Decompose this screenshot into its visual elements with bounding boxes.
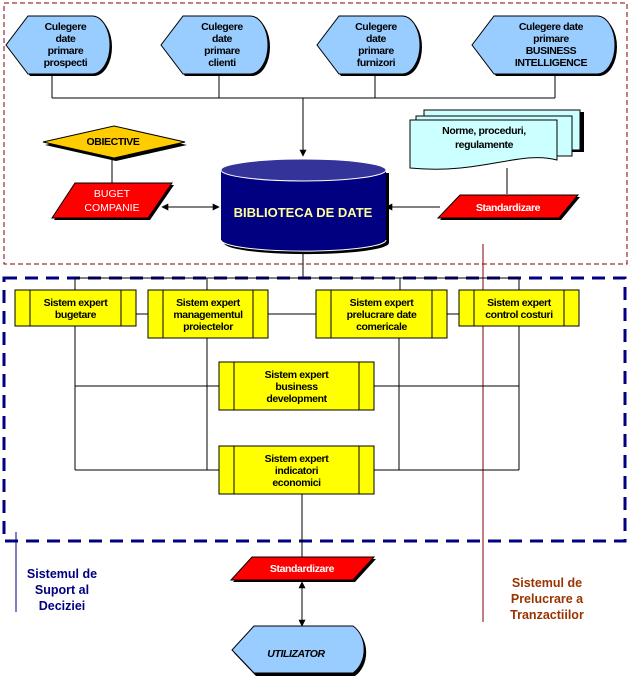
standardize-top: Standardizare [436,194,580,220]
input-label-line: Culegere [355,21,397,33]
norms-line-1: Norme, proceduri, [442,125,526,137]
tps-label-line-3: Tranzactiilor [510,608,584,622]
expert-label-line: Sistem expert [265,453,330,465]
objective-decision: OBIECTIVE [42,125,187,161]
database-label: BIBLIOTECA DE DATE [234,205,373,220]
expert-label-line: bugetare [55,309,97,321]
expert-label-line: indicatori [275,465,319,477]
expert-label-line: Sistem expert [487,297,552,309]
norms-line-2: regulamente [455,139,514,151]
budget-company-input: BUGET COMPANIE [51,182,174,220]
dss-label-line-3: Deciziei [39,599,86,613]
expert-label-line: managementul [173,309,243,321]
standardize-bottom-label: Standardizare [270,563,335,575]
input-connectors [51,75,556,278]
user-label: UTILIZATOR [267,648,325,660]
dss-label-line-1: Sistemul de [27,567,97,581]
standardize-top-label: Standardizare [476,202,541,214]
expert-label-line: development [266,393,327,405]
expert-label-line: prelucrare date [347,309,417,321]
input-label-line: date [212,33,233,45]
tps-label-line-1: Sistemul de [512,576,582,590]
input-label-line: primare [48,45,84,57]
expert-label-line: comericale [356,321,407,333]
budget-line-2: COMPANIE [84,202,139,214]
expert-label-line: business [275,381,318,393]
input-label-line: BUSINESS [526,45,577,57]
input-label-line: primare [533,33,569,45]
norms-documents: Norme, proceduri, regulamente [409,109,584,170]
data-library-database: BIBLIOTECA DE DATE [220,158,389,255]
input-label-line: Culegere date [519,21,584,33]
expert-label-line: economici [272,477,321,489]
dss-label-line-2: Suport al [35,583,89,597]
standardize-bottom: Standardizare [229,556,376,582]
tps-label: Sistemul de Prelucrare a Tranzactiilor [510,576,584,622]
expert-label-line: proiectelor [183,321,233,333]
expert-label-line: control costuri [485,309,553,321]
input-label-line: prospecti [44,57,88,69]
input-label-line: clienti [208,57,236,69]
user-terminal: UTILIZATOR [231,625,367,676]
input-label-line: furnizori [357,57,396,69]
tps-region-border [3,2,628,265]
input-label-line: primare [358,45,394,57]
expert-label-line: Sistem expert [176,297,241,309]
input-label-line: date [366,33,387,45]
expert-connectors [15,277,520,627]
expert-label-line: Sistem expert [265,369,330,381]
expert-label-line: Sistem expert [44,297,109,309]
input-label-line: Culegere [45,21,87,33]
budget-line-1: BUGET [94,188,131,200]
dss-label: Sistemul de Suport al Deciziei [27,567,97,613]
input-label-line: INTELLIGENCE [515,57,588,69]
input-label-line: primare [204,45,240,57]
tps-label-line-2: Prelucrare a [511,592,584,606]
input-label-line: date [56,33,77,45]
objective-label: OBIECTIVE [87,136,140,148]
input-label-line: Culegere [201,21,243,33]
expert-label-line: Sistem expert [350,297,415,309]
